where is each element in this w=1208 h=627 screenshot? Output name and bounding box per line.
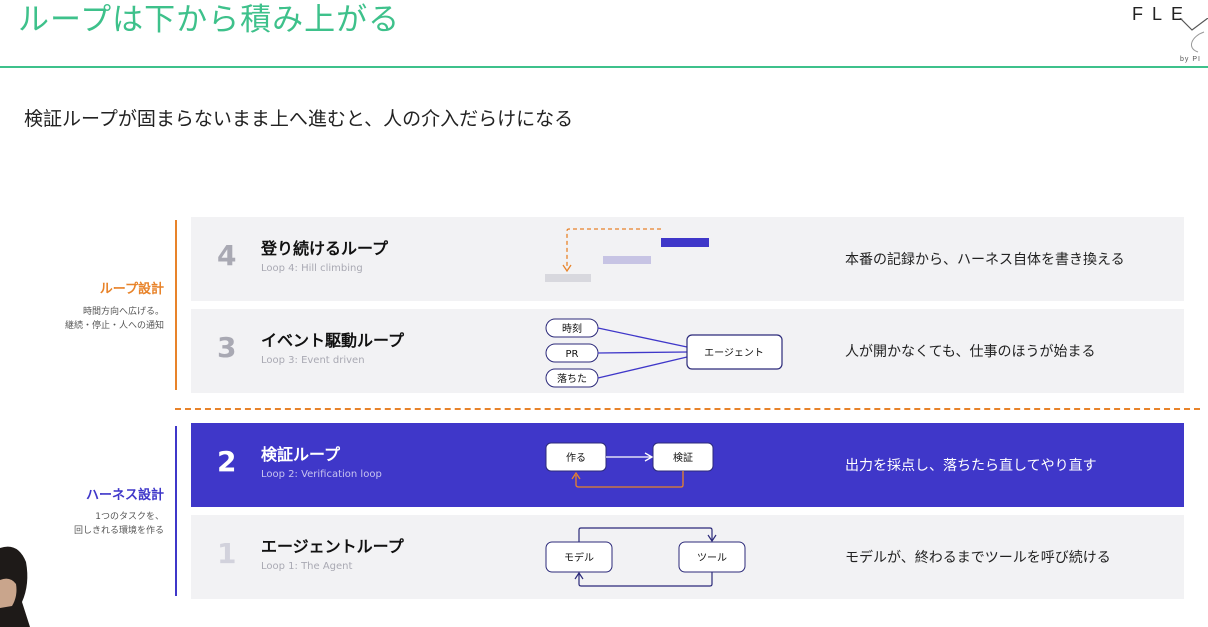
group-desc-line: 1つのタスクを、 <box>95 512 164 522</box>
row-number: 1 <box>217 537 237 570</box>
retry-arrowhead <box>571 471 581 480</box>
feedback-arrowhead <box>562 264 572 273</box>
group-desc-loop-design: 時間方向へ広げる。 継続・停止・人への通知 <box>4 305 164 333</box>
row-title: 検証ループ <box>261 445 341 464</box>
row-number: 4 <box>217 239 237 272</box>
slide-title: ループは下から積み上がる <box>18 2 401 38</box>
header-divider <box>0 66 1208 68</box>
logo-swirl-icon <box>1179 18 1208 53</box>
event-node-time-label: 時刻 <box>562 322 582 335</box>
loop-design-bracket <box>175 220 177 390</box>
group-title-loop-design: ループ設計 <box>99 282 164 297</box>
edge-time-agent <box>597 327 688 348</box>
edge-pr-agent <box>597 351 688 354</box>
row-subtitle: Loop 4: Hill climbing <box>261 263 363 274</box>
row-title: エージェントループ <box>261 537 404 556</box>
edge-failed-agent <box>597 356 688 379</box>
feedback-arrow <box>566 228 661 269</box>
slide-subtitle: 検証ループが固まらないまま上へ進むと、人の介入だらけになる <box>24 108 574 130</box>
event-node-failed-label: 落ちた <box>557 373 587 385</box>
row-title: 登り続けるループ <box>261 239 389 258</box>
row-subtitle: Loop 3: Event driven <box>261 355 365 366</box>
group-desc-harness-design: 1つのタスクを、 回しきれる環境を作る <box>4 510 164 538</box>
group-divider-dashed <box>175 408 1200 410</box>
agent-node <box>686 334 783 370</box>
group-desc-line: 回しきれる環境を作る <box>73 526 164 536</box>
edge-model-tool-head <box>707 534 717 543</box>
model-node-label: モデル <box>564 551 594 564</box>
group-desc-line: 時間方向へ広げる。 <box>82 307 164 317</box>
make-node-label: 作る <box>566 452 586 464</box>
tool-node-label: ツール <box>697 553 727 564</box>
row-description: 出力を採点し、落ちたら直してやり直す <box>845 458 1097 474</box>
step-bar-low <box>545 274 591 282</box>
verify-node-label: 検証 <box>673 451 693 464</box>
step-bar-high <box>661 238 709 247</box>
loop-row-3: 3 イベント駆動ループ Loop 3: Event driven 時刻 PR 落… <box>191 309 1184 393</box>
agent-node-label: エージェント <box>704 348 764 359</box>
logo-text: FLE <box>1132 4 1193 24</box>
hill-climbing-diagram <box>545 228 709 282</box>
row-number: 2 <box>217 445 237 478</box>
row-description: 人が開かなくても、仕事のほうが始まる <box>845 344 1096 360</box>
loop-row-2: 2 検証ループ Loop 2: Verification loop 作る 検証 … <box>191 423 1184 507</box>
edge-tool-model <box>578 572 713 587</box>
group-title-harness-design: ハーネス設計 <box>85 488 164 503</box>
row-subtitle: Loop 2: Verification loop <box>261 469 382 480</box>
group-desc-line: 継続・停止・人への通知 <box>64 321 164 331</box>
logo-subtext: by PI <box>1180 56 1201 63</box>
row-title: イベント駆動ループ <box>261 331 405 350</box>
retry-arrow <box>575 471 684 488</box>
event-node-pr-label: PR <box>566 349 579 360</box>
row-description: 本番の記録から、ハーネス自体を書き換える <box>845 252 1125 268</box>
harness-design-bracket <box>175 426 177 596</box>
edge-make-verify-head <box>644 452 654 462</box>
loop-row-1: 1 エージェントループ Loop 1: The Agent モデル ツール モデ… <box>191 515 1184 599</box>
presenter-webcam-image <box>0 546 30 627</box>
loop-row-4: 4 登り続けるループ Loop 4: Hill climbing 本番の記録から… <box>191 217 1184 301</box>
verification-loop-diagram: 作る 検証 <box>545 442 714 488</box>
row-number: 3 <box>217 331 237 364</box>
agent-loop-diagram: モデル ツール <box>545 527 746 587</box>
step-bar-mid <box>603 256 651 264</box>
edge-model-tool <box>578 527 713 542</box>
event-driven-diagram: 時刻 PR 落ちた エージェント <box>545 318 783 388</box>
edge-tool-model-head <box>574 571 584 580</box>
row-description: モデルが、終わるまでツールを呼び続ける <box>845 550 1111 566</box>
row-subtitle: Loop 1: The Agent <box>261 561 353 572</box>
